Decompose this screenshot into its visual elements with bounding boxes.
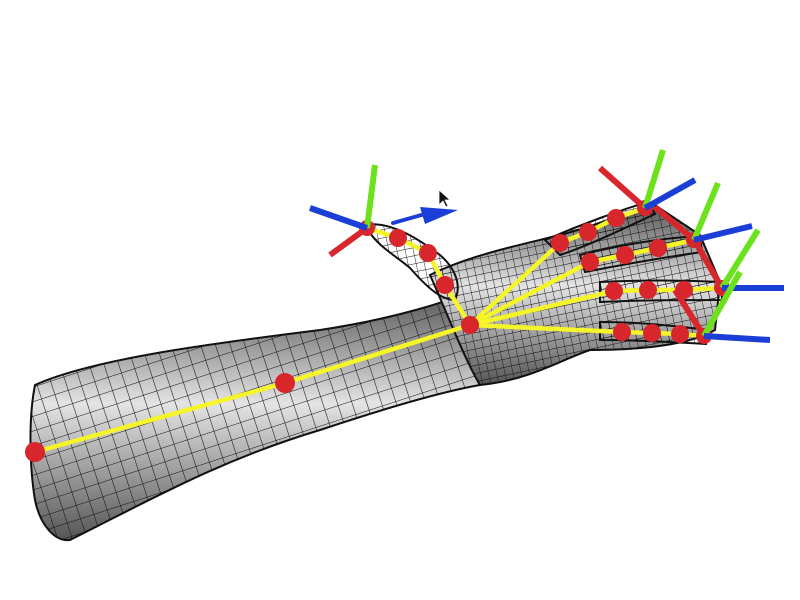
joint[interactable] <box>605 282 623 300</box>
joint[interactable] <box>275 373 295 393</box>
joint[interactable] <box>639 281 657 299</box>
gizmo-thumb-tip[interactable] <box>309 164 378 258</box>
joint[interactable] <box>613 323 631 341</box>
joint[interactable] <box>581 253 599 271</box>
joint[interactable] <box>671 325 689 343</box>
joint[interactable] <box>389 229 407 247</box>
gizmo-z-axis[interactable] <box>309 205 368 231</box>
gizmo-index-tip[interactable] <box>598 149 697 211</box>
joint[interactable] <box>551 234 569 252</box>
gizmo-z-axis[interactable] <box>693 223 753 243</box>
gizmo-x-axis[interactable] <box>693 241 725 290</box>
gizmo-x-axis[interactable] <box>328 225 369 258</box>
joint[interactable] <box>436 276 454 294</box>
arrow-right-icon[interactable] <box>391 207 458 225</box>
gizmo-z-axis[interactable] <box>643 177 697 211</box>
joint[interactable] <box>25 442 45 462</box>
gizmo-y-axis[interactable] <box>642 149 666 209</box>
gizmo-x-axis[interactable] <box>598 165 647 211</box>
gizmo-pinky-tip[interactable] <box>672 270 771 343</box>
gizmo-y-axis[interactable] <box>364 164 378 229</box>
gizmo-x-axis[interactable] <box>653 204 696 243</box>
joint[interactable] <box>607 209 625 227</box>
arrow-pointer-icon <box>438 189 452 208</box>
gizmo-x-axis[interactable] <box>672 288 707 338</box>
joint[interactable] <box>649 239 667 257</box>
gizmo-middle-tip[interactable] <box>653 181 753 243</box>
skeleton-joints[interactable] <box>25 200 730 462</box>
gizmo-y-axis[interactable] <box>691 181 721 242</box>
axis-gizmos[interactable] <box>309 149 784 343</box>
joint[interactable] <box>643 324 661 342</box>
gizmo-y-axis[interactable] <box>701 270 743 338</box>
joint[interactable] <box>461 316 479 334</box>
gizmo-y-axis[interactable] <box>719 228 761 290</box>
joint[interactable] <box>616 246 634 264</box>
joint[interactable] <box>419 244 437 262</box>
gizmo-z-axis[interactable] <box>703 333 771 343</box>
forearm-mesh-lines <box>29 290 482 542</box>
joint[interactable] <box>579 223 597 241</box>
